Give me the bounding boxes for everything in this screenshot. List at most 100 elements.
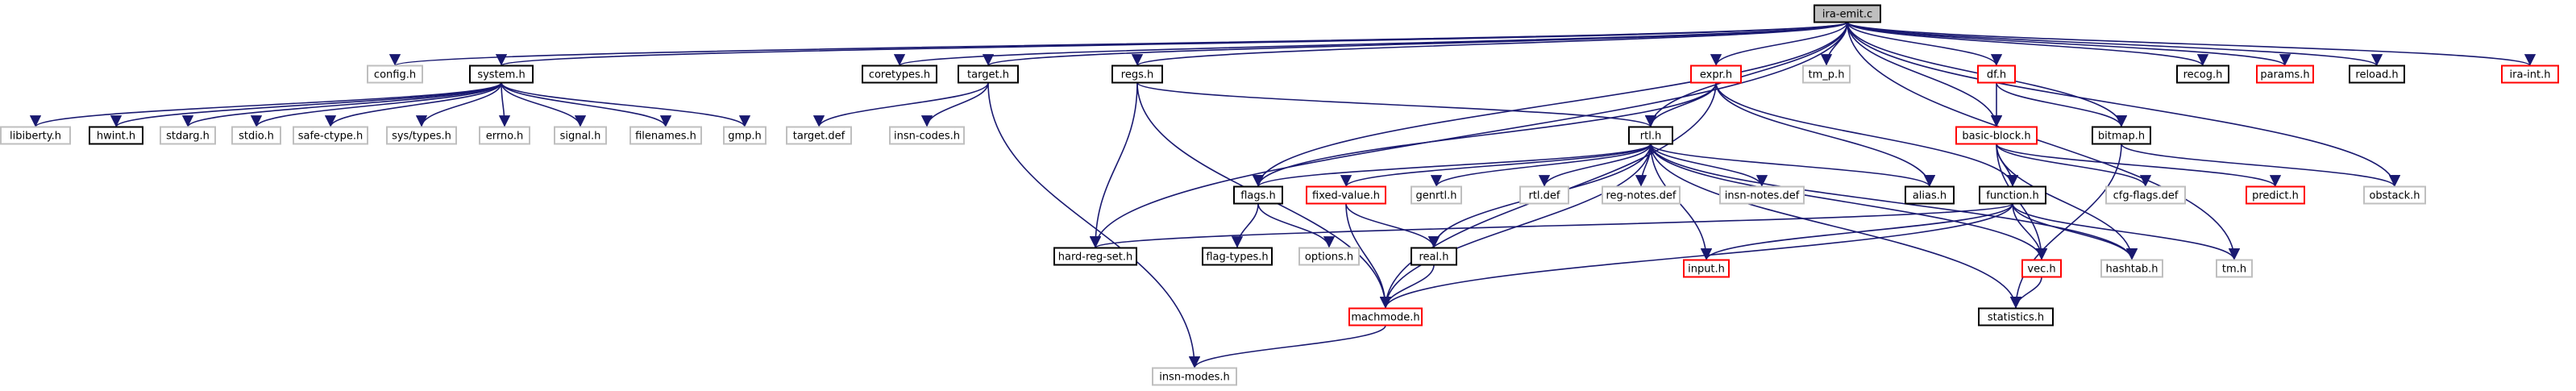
edge-ira_emit_c-to-obstack_h bbox=[1847, 22, 2401, 187]
node-function-h[interactable]: function.h bbox=[1979, 185, 2046, 205]
edge-regs_h-to-rtl_h bbox=[1136, 81, 1656, 128]
edge-function_h-to-hashtab_h bbox=[2012, 203, 2138, 260]
node-label: signal.h bbox=[560, 131, 601, 143]
node-box bbox=[293, 126, 368, 145]
edge-ira_emit_c-to-system_h bbox=[496, 21, 1848, 67]
node-label: vec.h bbox=[2027, 264, 2055, 276]
node-box bbox=[1298, 247, 1360, 266]
node-hwint-h[interactable]: hwint.h bbox=[89, 126, 143, 145]
node-box bbox=[1977, 64, 2016, 84]
node-genrtl-h: genrtl.h bbox=[1411, 185, 1462, 205]
edge-regs_h-to-hard_reg_set_h bbox=[1089, 82, 1138, 248]
node-options-h: options.h bbox=[1298, 247, 1360, 266]
node-box bbox=[386, 126, 457, 145]
node-label: insn-codes.h bbox=[894, 131, 960, 143]
node-hashtab-h: hashtab.h bbox=[2100, 259, 2163, 278]
node-fixed-value-h[interactable]: fixed-value.h bbox=[1306, 185, 1386, 205]
edge-real_h-to-machmode_h bbox=[1379, 264, 1435, 309]
node-label: libiberty.h bbox=[10, 131, 61, 143]
node-box bbox=[160, 126, 216, 145]
node-label: errno.h bbox=[486, 131, 524, 143]
edge-function_h-to-tm_h bbox=[2012, 203, 2241, 260]
node-ira-emit-c[interactable]: ira-emit.c bbox=[1814, 4, 1881, 23]
edge-expr_h-to-rtl_h bbox=[1644, 82, 1717, 127]
edge-system_h-to-errno_h bbox=[498, 82, 511, 127]
node-insn-notes-def: insn-notes.def bbox=[1719, 185, 1805, 205]
node-box bbox=[2363, 185, 2426, 205]
node-box bbox=[723, 126, 767, 145]
node-basic-block-h[interactable]: basic-block.h bbox=[1955, 126, 2038, 145]
node-df-h[interactable]: df.h bbox=[1977, 64, 2016, 84]
node-coretypes-h[interactable]: coretypes.h bbox=[862, 64, 937, 84]
node-reload-h[interactable]: reload.h bbox=[2349, 64, 2405, 84]
node-box bbox=[89, 126, 143, 145]
node-label: stdio.h bbox=[239, 131, 274, 143]
node-label: machmode.h bbox=[1351, 312, 1419, 324]
node-statistics-h[interactable]: statistics.h bbox=[1978, 307, 2054, 327]
node-flags-h[interactable]: flags.h bbox=[1233, 185, 1283, 205]
edge-rtl_h-to-flags_h bbox=[1253, 143, 1652, 188]
node-label: predict.h bbox=[2252, 190, 2299, 202]
node-label: ira-emit.c bbox=[1822, 9, 1872, 21]
edge-system_h-to-gmp_h bbox=[501, 82, 751, 127]
edge-rtl_h-to-insn_notes_def bbox=[1650, 144, 1768, 187]
edge-rtl_h-to-hashtab_h bbox=[1650, 144, 2138, 260]
node-box bbox=[469, 64, 534, 84]
node-recog-h[interactable]: recog.h bbox=[2176, 64, 2229, 84]
node-expr-h[interactable]: expr.h bbox=[1690, 64, 1742, 84]
node-box bbox=[2349, 64, 2405, 84]
node-box bbox=[1802, 64, 1851, 84]
node-vec-h[interactable]: vec.h bbox=[2021, 259, 2062, 278]
edge-system_h-to-stdio_h bbox=[250, 82, 502, 127]
node-target-h[interactable]: target.h bbox=[958, 64, 1019, 84]
node-predict-h[interactable]: predict.h bbox=[2246, 185, 2305, 205]
edge-target_h-to-insn_modes_h bbox=[987, 82, 1201, 368]
node-real-h[interactable]: real.h bbox=[1411, 247, 1457, 266]
edge-layer bbox=[30, 21, 2536, 368]
node-box bbox=[2100, 259, 2163, 278]
node-input-h[interactable]: input.h bbox=[1683, 259, 1730, 278]
node-stdio-h: stdio.h bbox=[231, 126, 281, 145]
node-tm-h: tm.h bbox=[2216, 259, 2253, 278]
node-label: recog.h bbox=[2183, 69, 2223, 81]
edge-bitmap_h-to-obstack_h bbox=[2121, 144, 2400, 187]
edge-vec_h-to-statistics_h bbox=[2009, 277, 2042, 309]
node-label: fixed-value.h bbox=[1312, 190, 1380, 202]
node-label: insn-modes.h bbox=[1159, 372, 1230, 384]
node-label: rtl.def bbox=[1528, 190, 1560, 202]
edge-ira_emit_c-to-target_h bbox=[983, 21, 1848, 67]
node-rtl-h[interactable]: rtl.h bbox=[1628, 126, 1673, 145]
edge-target_h-to-target_def bbox=[812, 82, 989, 127]
edge-expr_h-to-alias_h bbox=[1715, 82, 1936, 187]
node-box bbox=[1978, 307, 2054, 327]
node-label: gmp.h bbox=[728, 131, 762, 143]
node-regs-h[interactable]: regs.h bbox=[1111, 64, 1163, 84]
node-bitmap-h[interactable]: bitmap.h bbox=[2092, 126, 2151, 145]
node-params-h[interactable]: params.h bbox=[2256, 64, 2314, 84]
edge-system_h-to-libiberty_h bbox=[30, 81, 502, 128]
edge-ira_emit_c-to-df_h bbox=[1847, 22, 2003, 66]
node-box bbox=[2501, 64, 2559, 84]
node-label: target.h bbox=[967, 69, 1009, 81]
node-label: sys/types.h bbox=[392, 131, 451, 143]
node-alias-h[interactable]: alias.h bbox=[1905, 185, 1955, 205]
node-flag-types-h[interactable]: flag-types.h bbox=[1202, 247, 1273, 266]
edge-expr_h-to-flags_h bbox=[1252, 82, 1717, 187]
node-ira-int-h[interactable]: ira-int.h bbox=[2501, 64, 2559, 84]
node-system-h[interactable]: system.h bbox=[469, 64, 534, 84]
node-label: obstack.h bbox=[2369, 190, 2420, 202]
node-label: hashtab.h bbox=[2106, 264, 2158, 276]
edge-rtl_h-to-genrtl_h bbox=[1430, 144, 1652, 187]
edge-ira_emit_c-to-coretypes_h bbox=[894, 21, 1848, 67]
node-hard-reg-set-h[interactable]: hard-reg-set.h bbox=[1053, 247, 1137, 266]
node-box bbox=[629, 126, 702, 145]
node-box bbox=[367, 64, 423, 84]
node-libiberty-h: libiberty.h bbox=[0, 126, 71, 145]
node-box bbox=[2176, 64, 2229, 84]
edge-function_h-to-hard_reg_set_h bbox=[1090, 202, 2013, 249]
node-machmode-h[interactable]: machmode.h bbox=[1348, 307, 1423, 327]
edge-bitmap_h-to-statistics_h bbox=[2009, 144, 2122, 309]
node-filenames-h: filenames.h bbox=[629, 126, 702, 145]
edge-ira_emit_c-to-recog_h bbox=[1847, 21, 2208, 67]
node-box bbox=[862, 64, 937, 84]
